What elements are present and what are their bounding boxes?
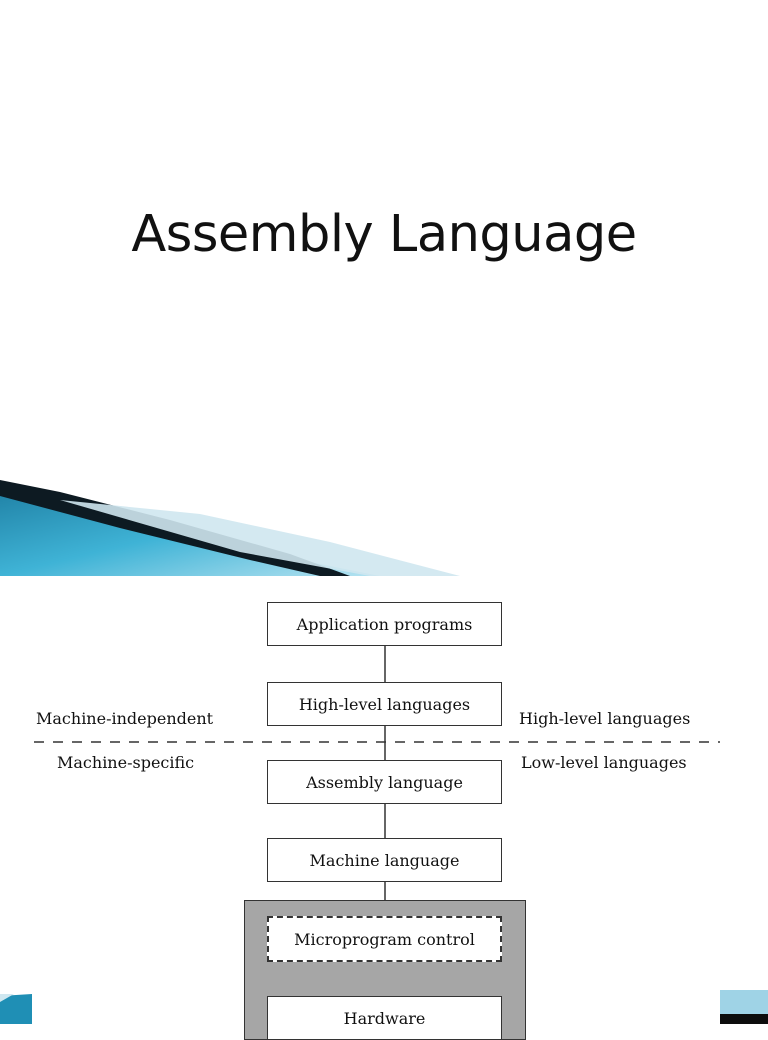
- box-label: High-level languages: [298, 694, 471, 714]
- connector-lines: [34, 646, 720, 996]
- decorative-corner-right: [720, 990, 768, 1024]
- label-high-level-right: High-level languages: [519, 709, 691, 728]
- box-label: Assembly language: [306, 772, 463, 792]
- slide-title: Assembly Language: [131, 205, 637, 264]
- decorative-corner-left: [0, 994, 32, 1024]
- label-low-level-right: Low-level languages: [521, 753, 687, 772]
- decorative-swoosh: [0, 480, 460, 576]
- label-machine-specific: Machine-specific: [57, 753, 195, 772]
- title-slide: Assembly Language: [0, 205, 638, 576]
- box-high-level-languages: High-level languages: [267, 682, 502, 726]
- box-label: Hardware: [343, 1008, 426, 1028]
- box-hardware: Hardware: [267, 996, 502, 1040]
- box-microprogram-control: Microprogram control: [267, 916, 502, 962]
- box-machine-language: Machine language: [267, 838, 502, 882]
- box-label: Application programs: [296, 614, 473, 634]
- label-machine-independent: Machine-independent: [36, 709, 214, 728]
- box-assembly-language: Assembly language: [267, 760, 502, 804]
- box-label: Microprogram control: [294, 929, 475, 949]
- language-hierarchy-diagram: Application programs High-level language…: [0, 576, 768, 1040]
- box-application-programs: Application programs: [267, 602, 502, 646]
- box-label: Machine language: [309, 850, 460, 870]
